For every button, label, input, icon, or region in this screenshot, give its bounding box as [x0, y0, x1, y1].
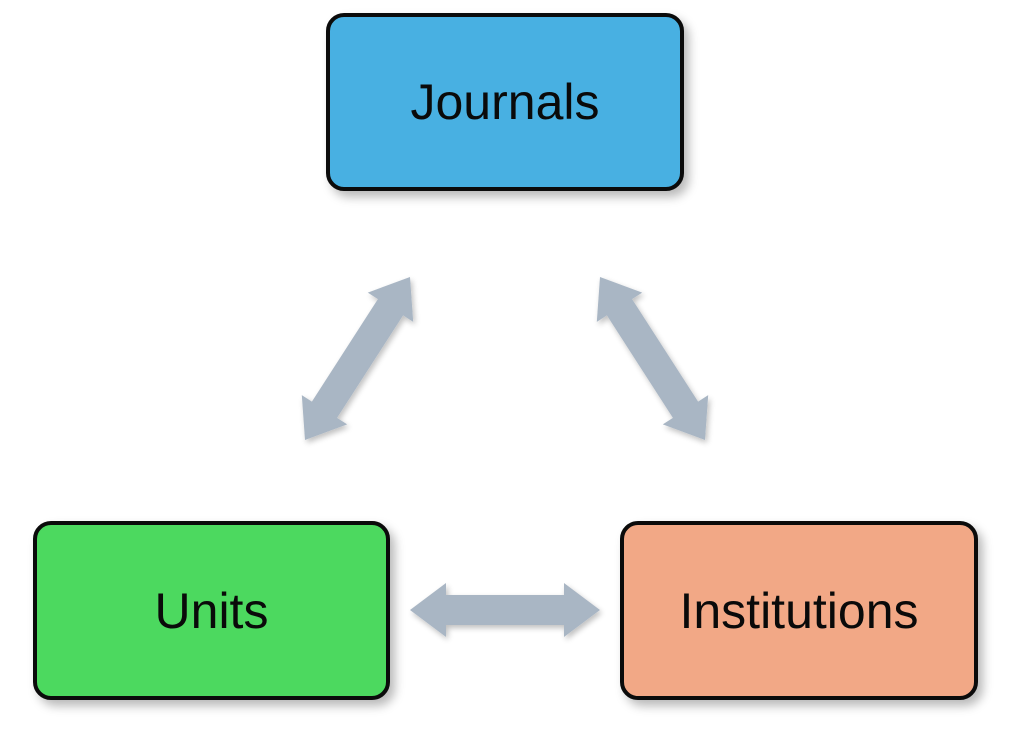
arrow-units-institutions [410, 583, 600, 637]
units-box: Units [33, 521, 390, 700]
journals-label: Journals [410, 74, 600, 130]
institutions-label: Institutions [679, 582, 919, 639]
journals-box: Journals [326, 13, 684, 191]
units-label: Units [154, 582, 269, 639]
arrow-journals-institutions [596, 277, 709, 440]
arrow-journals-units [301, 277, 414, 440]
institutions-box: Institutions [620, 521, 978, 700]
